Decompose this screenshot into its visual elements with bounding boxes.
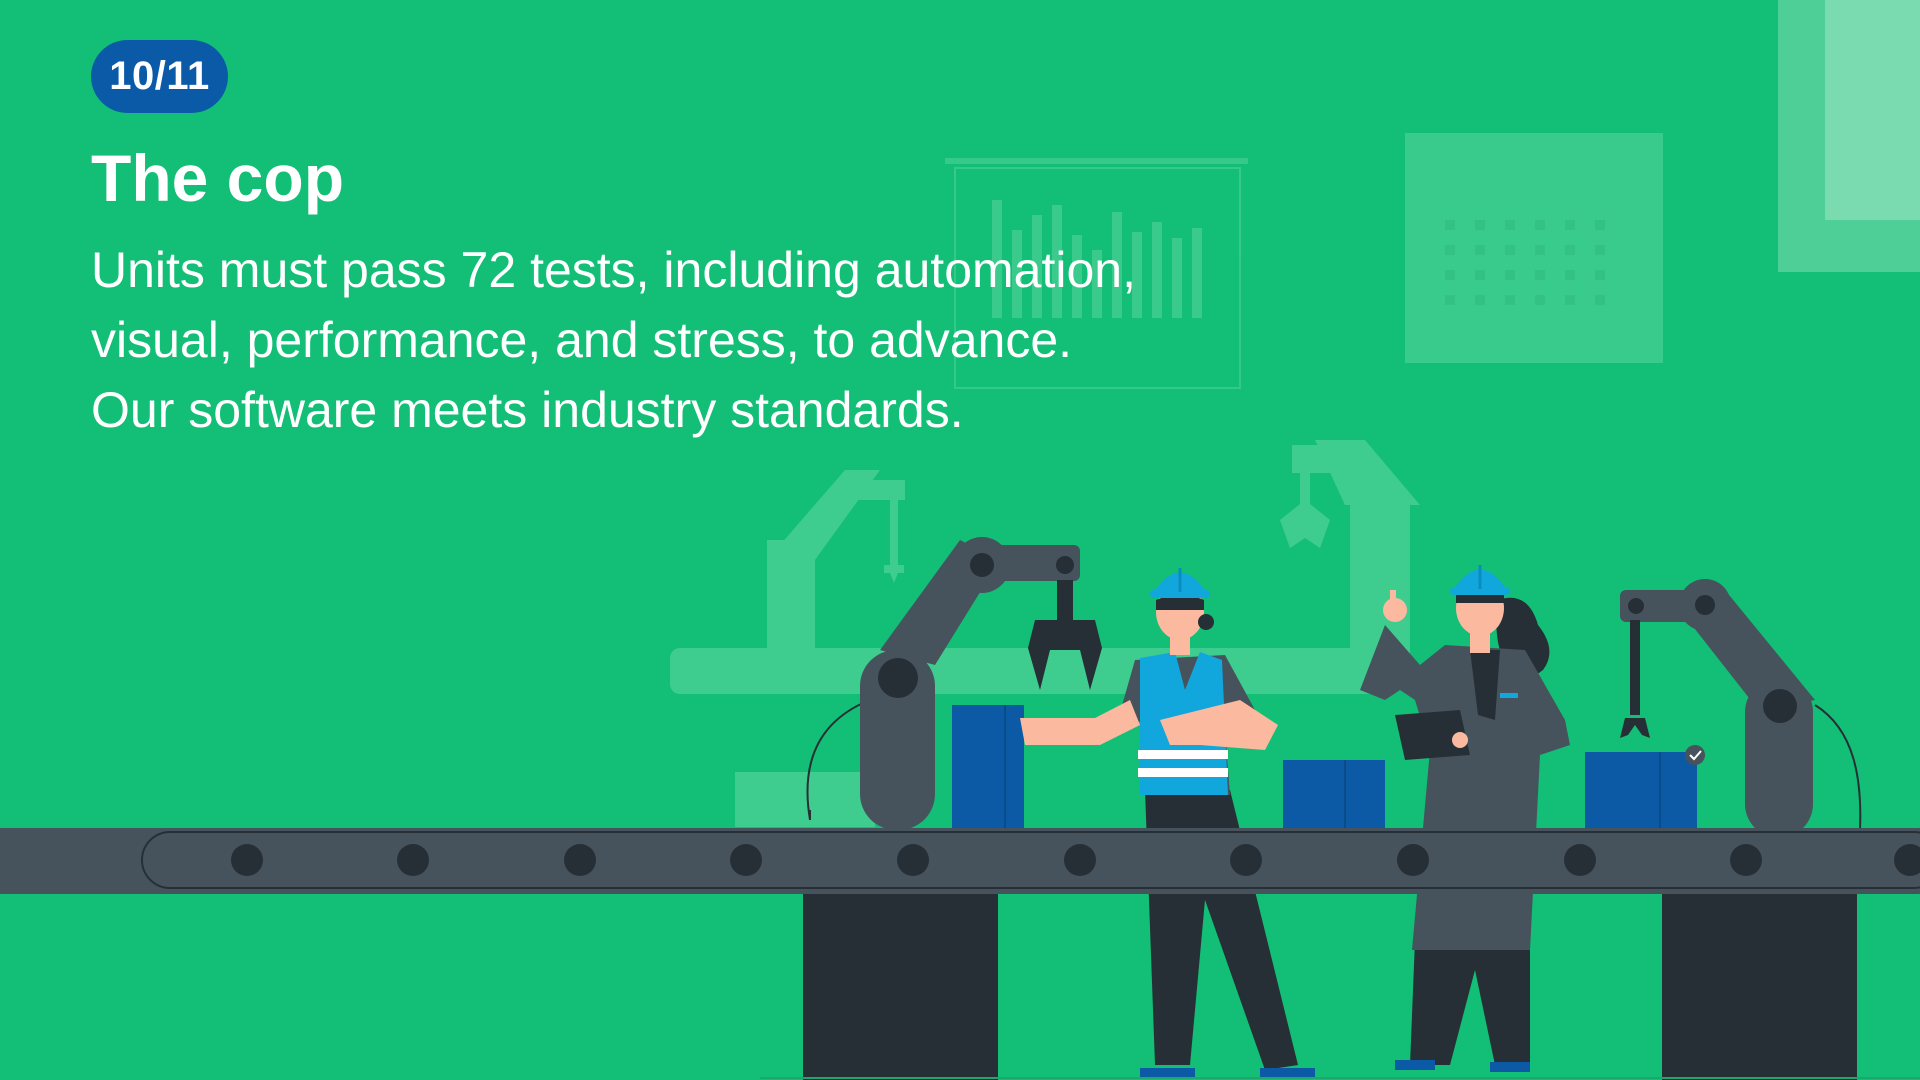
package-box-icon	[1585, 752, 1697, 830]
worker-icon	[1360, 565, 1570, 1072]
machine-base-right	[1662, 892, 1857, 1080]
machine-base-left	[803, 892, 998, 1080]
robot-arm-icon	[806, 537, 1102, 830]
body-line: Our software meets industry standards.	[91, 382, 964, 438]
slide-body: Units must pass 72 tests, including auto…	[91, 235, 1331, 445]
faded-corner-panel	[1778, 0, 1920, 272]
tablet-icon	[1395, 710, 1470, 760]
check-icon	[1685, 745, 1705, 765]
hard-hat-icon	[1450, 565, 1510, 595]
faded-window-panel	[1405, 133, 1663, 363]
faded-robot-arm-left	[767, 470, 905, 660]
package-box-icon	[952, 705, 1024, 830]
faded-chart-bars	[992, 200, 1202, 318]
body-line: visual, performance, and stress, to adva…	[91, 312, 1073, 368]
faded-window-dots	[1445, 220, 1605, 305]
slide-title: The cop	[91, 141, 345, 215]
hard-hat-icon	[1150, 568, 1210, 598]
faded-robot-arm-right	[1280, 440, 1420, 675]
robot-arm-icon	[1620, 579, 1862, 838]
package-box-icon	[1283, 760, 1385, 830]
body-line: Units must pass 72 tests, including auto…	[91, 242, 1136, 298]
conveyor-belt-icon	[0, 828, 1920, 894]
slide-counter-badge: 10/11	[91, 40, 228, 113]
faded-chart-board	[945, 158, 1248, 389]
